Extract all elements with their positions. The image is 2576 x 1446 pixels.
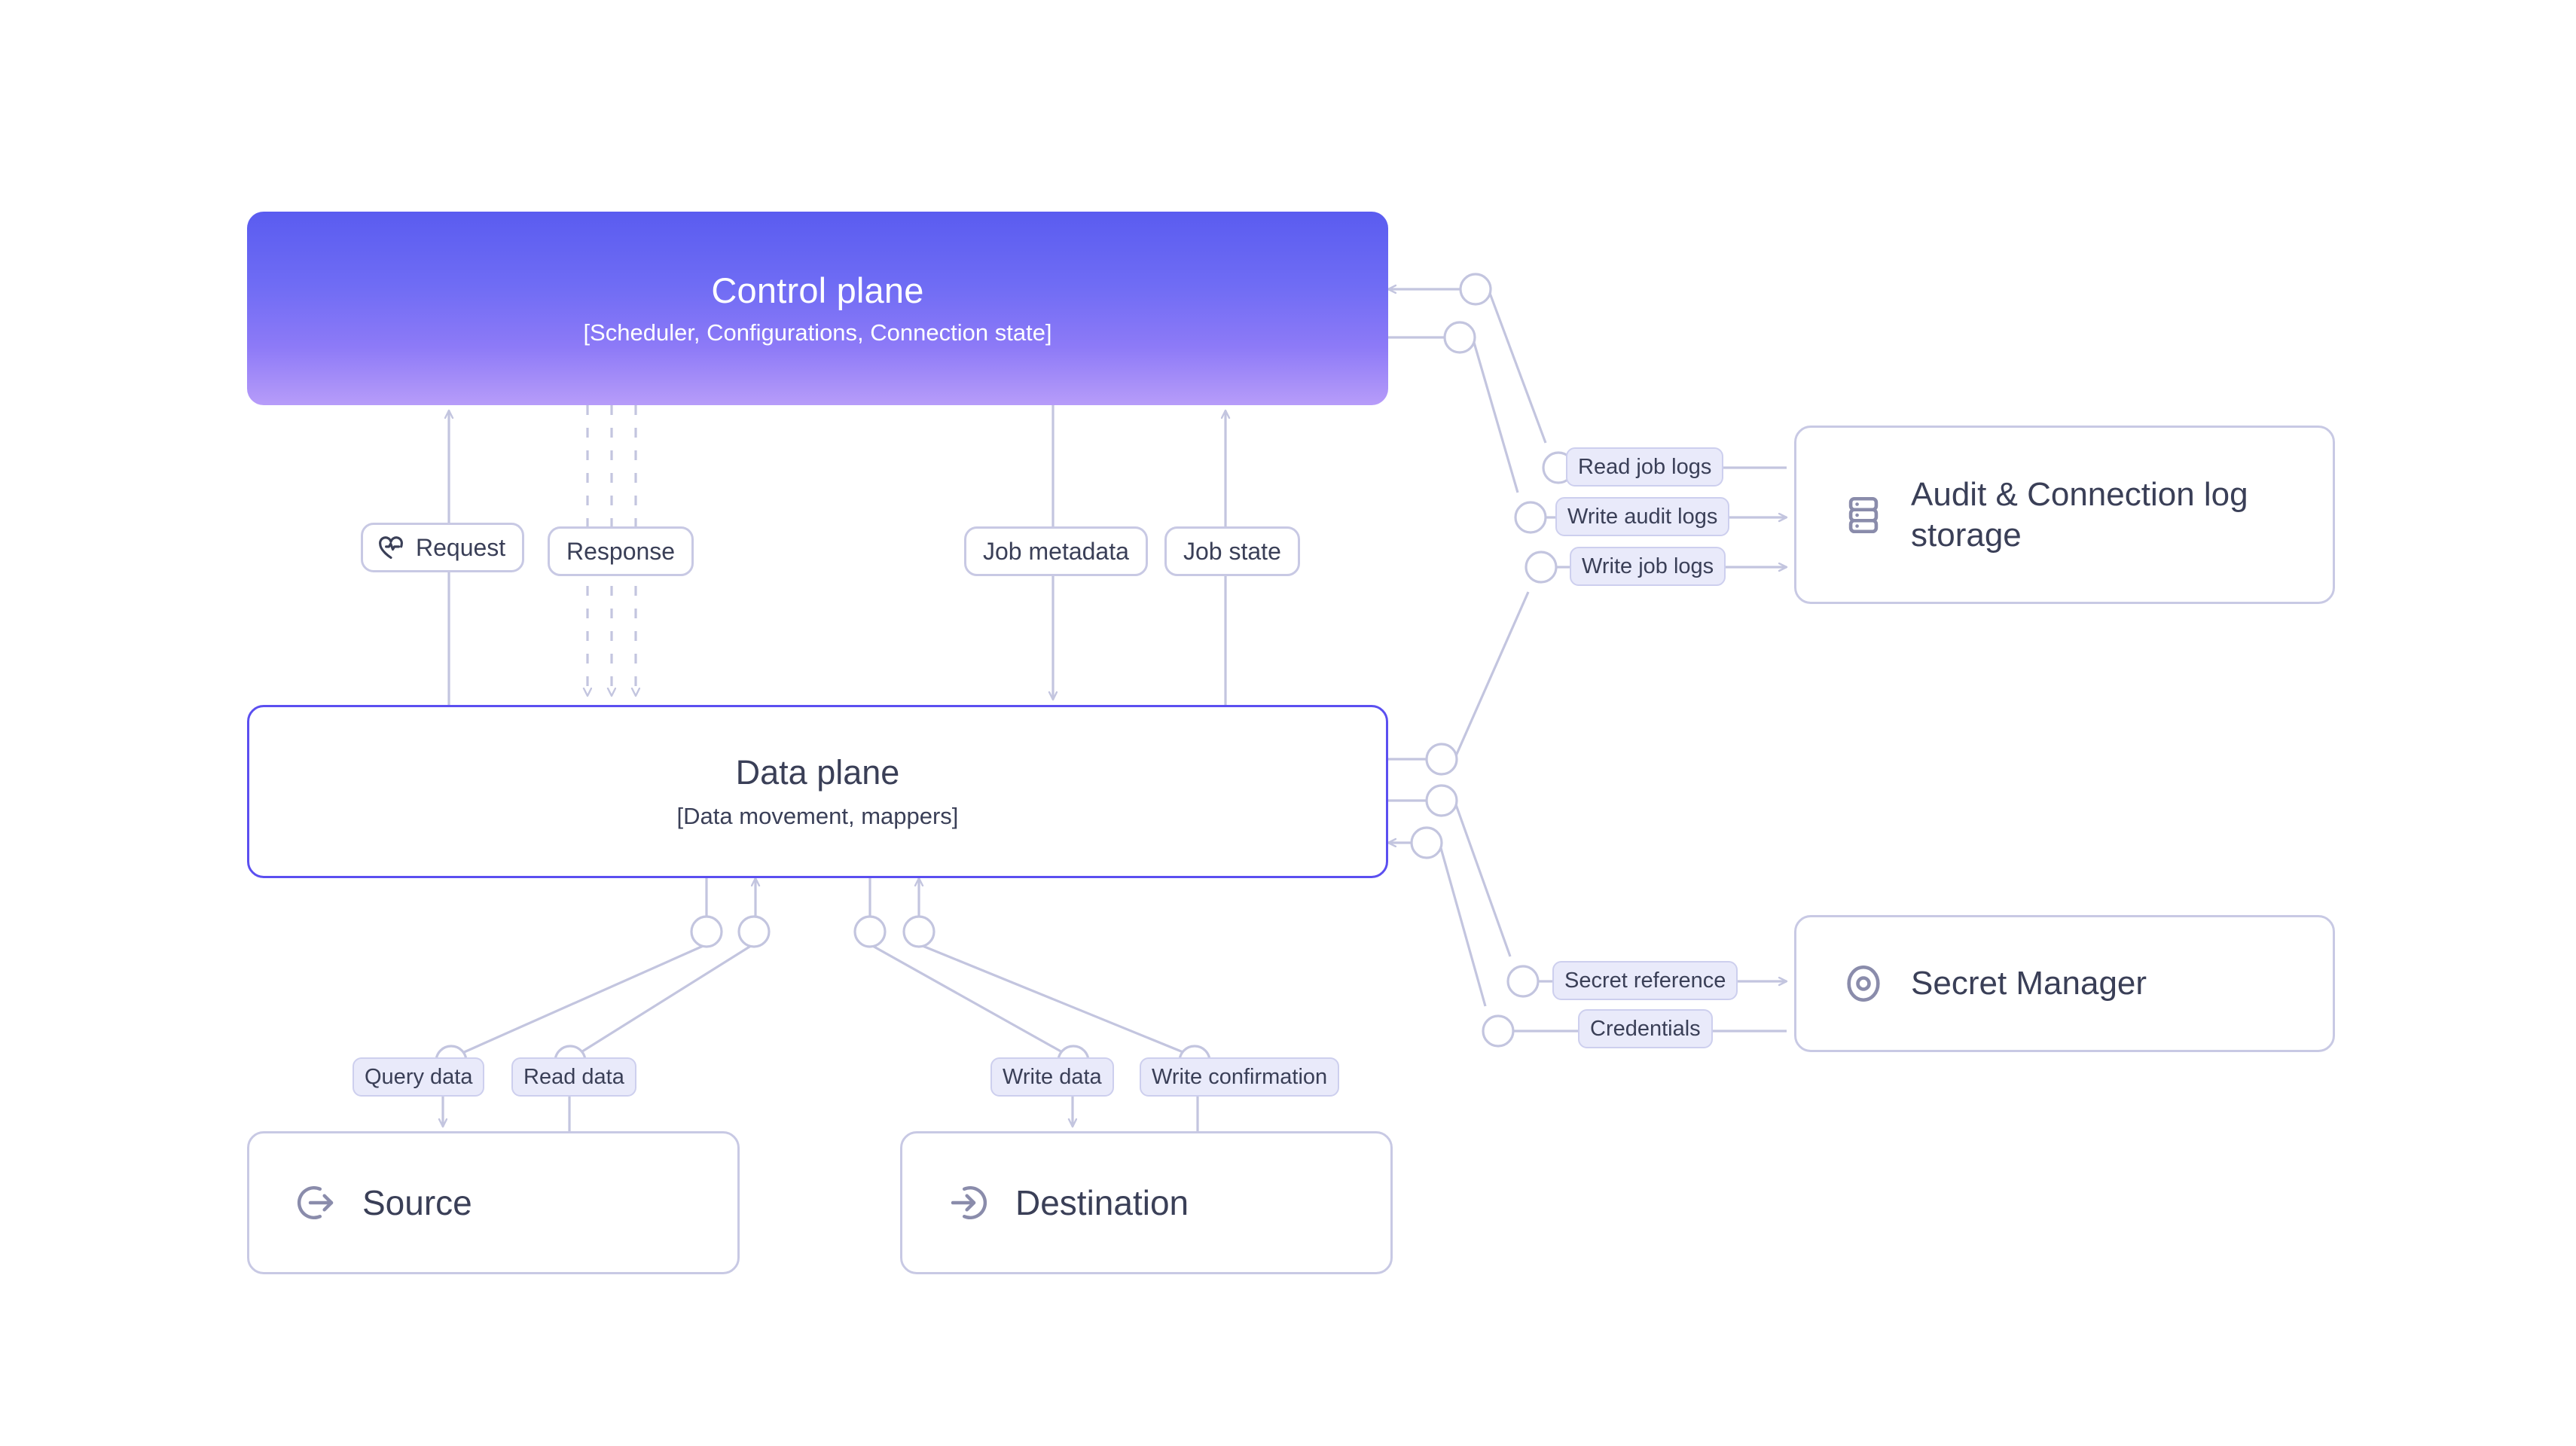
edge-label-query-data-text: Query data: [365, 1064, 473, 1089]
edge-label-secret-reference[interactable]: Secret reference: [1552, 961, 1738, 1000]
log-out-circle-icon: [297, 1185, 334, 1220]
edge-label-write-data-text: Write data: [1003, 1064, 1102, 1089]
edge-label-write-job-logs[interactable]: Write job logs: [1570, 547, 1726, 586]
data-plane-subtitle: [Data movement, mappers]: [676, 802, 959, 829]
log-in-circle-icon: [951, 1185, 987, 1220]
source-label: Source: [362, 1182, 472, 1222]
audit-log-storage-label: Audit & Connection log storage: [1911, 475, 2248, 554]
heart-pulse-icon: [379, 536, 403, 560]
edge-label-write-audit-logs[interactable]: Write audit logs: [1555, 497, 1730, 536]
edge-label-credentials[interactable]: Credentials: [1578, 1009, 1713, 1048]
edge-label-read-job-logs[interactable]: Read job logs: [1566, 447, 1724, 487]
data-plane-node[interactable]: Data plane [Data movement, mappers]: [247, 705, 1388, 878]
edge-label-write-confirmation[interactable]: Write confirmation: [1140, 1057, 1340, 1097]
edge-label-read-data[interactable]: Read data: [511, 1057, 636, 1097]
destination-node[interactable]: Destination: [900, 1131, 1393, 1274]
target-eye-icon: [1847, 965, 1880, 1002]
edge-label-write-audit-logs-text: Write audit logs: [1567, 504, 1718, 529]
secret-manager-label: Secret Manager: [1911, 965, 2147, 1002]
edge-label-request-text: Request: [416, 534, 506, 561]
edge-label-job-state-text: Job state: [1183, 538, 1281, 565]
edge-label-credentials-text: Credentials: [1590, 1016, 1701, 1041]
edge-label-secret-reference-text: Secret reference: [1564, 968, 1726, 993]
edge-label-job-metadata[interactable]: Job metadata: [964, 526, 1148, 576]
edge-label-write-data[interactable]: Write data: [990, 1057, 1114, 1097]
source-node[interactable]: Source: [247, 1131, 740, 1274]
data-plane-title: Data plane: [735, 753, 900, 792]
edge-label-read-job-logs-text: Read job logs: [1578, 454, 1712, 479]
edge-label-write-job-logs-text: Write job logs: [1582, 554, 1714, 578]
edge-label-response-text: Response: [566, 538, 676, 565]
edge-label-query-data[interactable]: Query data: [353, 1057, 485, 1097]
edge-label-request[interactable]: Request: [361, 523, 525, 572]
edge-label-job-metadata-text: Job metadata: [983, 538, 1129, 565]
control-plane-node[interactable]: Control plane [Scheduler, Configurations…: [247, 212, 1388, 405]
edge-label-job-state[interactable]: Job state: [1164, 526, 1300, 576]
edge-label-read-data-text: Read data: [523, 1064, 624, 1089]
control-plane-subtitle: [Scheduler, Configurations, Connection s…: [583, 319, 1052, 346]
edge-label-write-confirmation-text: Write confirmation: [1152, 1064, 1328, 1089]
audit-log-storage-node[interactable]: Audit & Connection log storage: [1794, 426, 2335, 604]
secret-manager-node[interactable]: Secret Manager: [1794, 915, 2335, 1052]
destination-label: Destination: [1015, 1182, 1189, 1222]
edge-label-response[interactable]: Response: [548, 526, 694, 576]
server-stack-icon: [1848, 496, 1879, 533]
control-plane-title: Control plane: [711, 270, 924, 310]
